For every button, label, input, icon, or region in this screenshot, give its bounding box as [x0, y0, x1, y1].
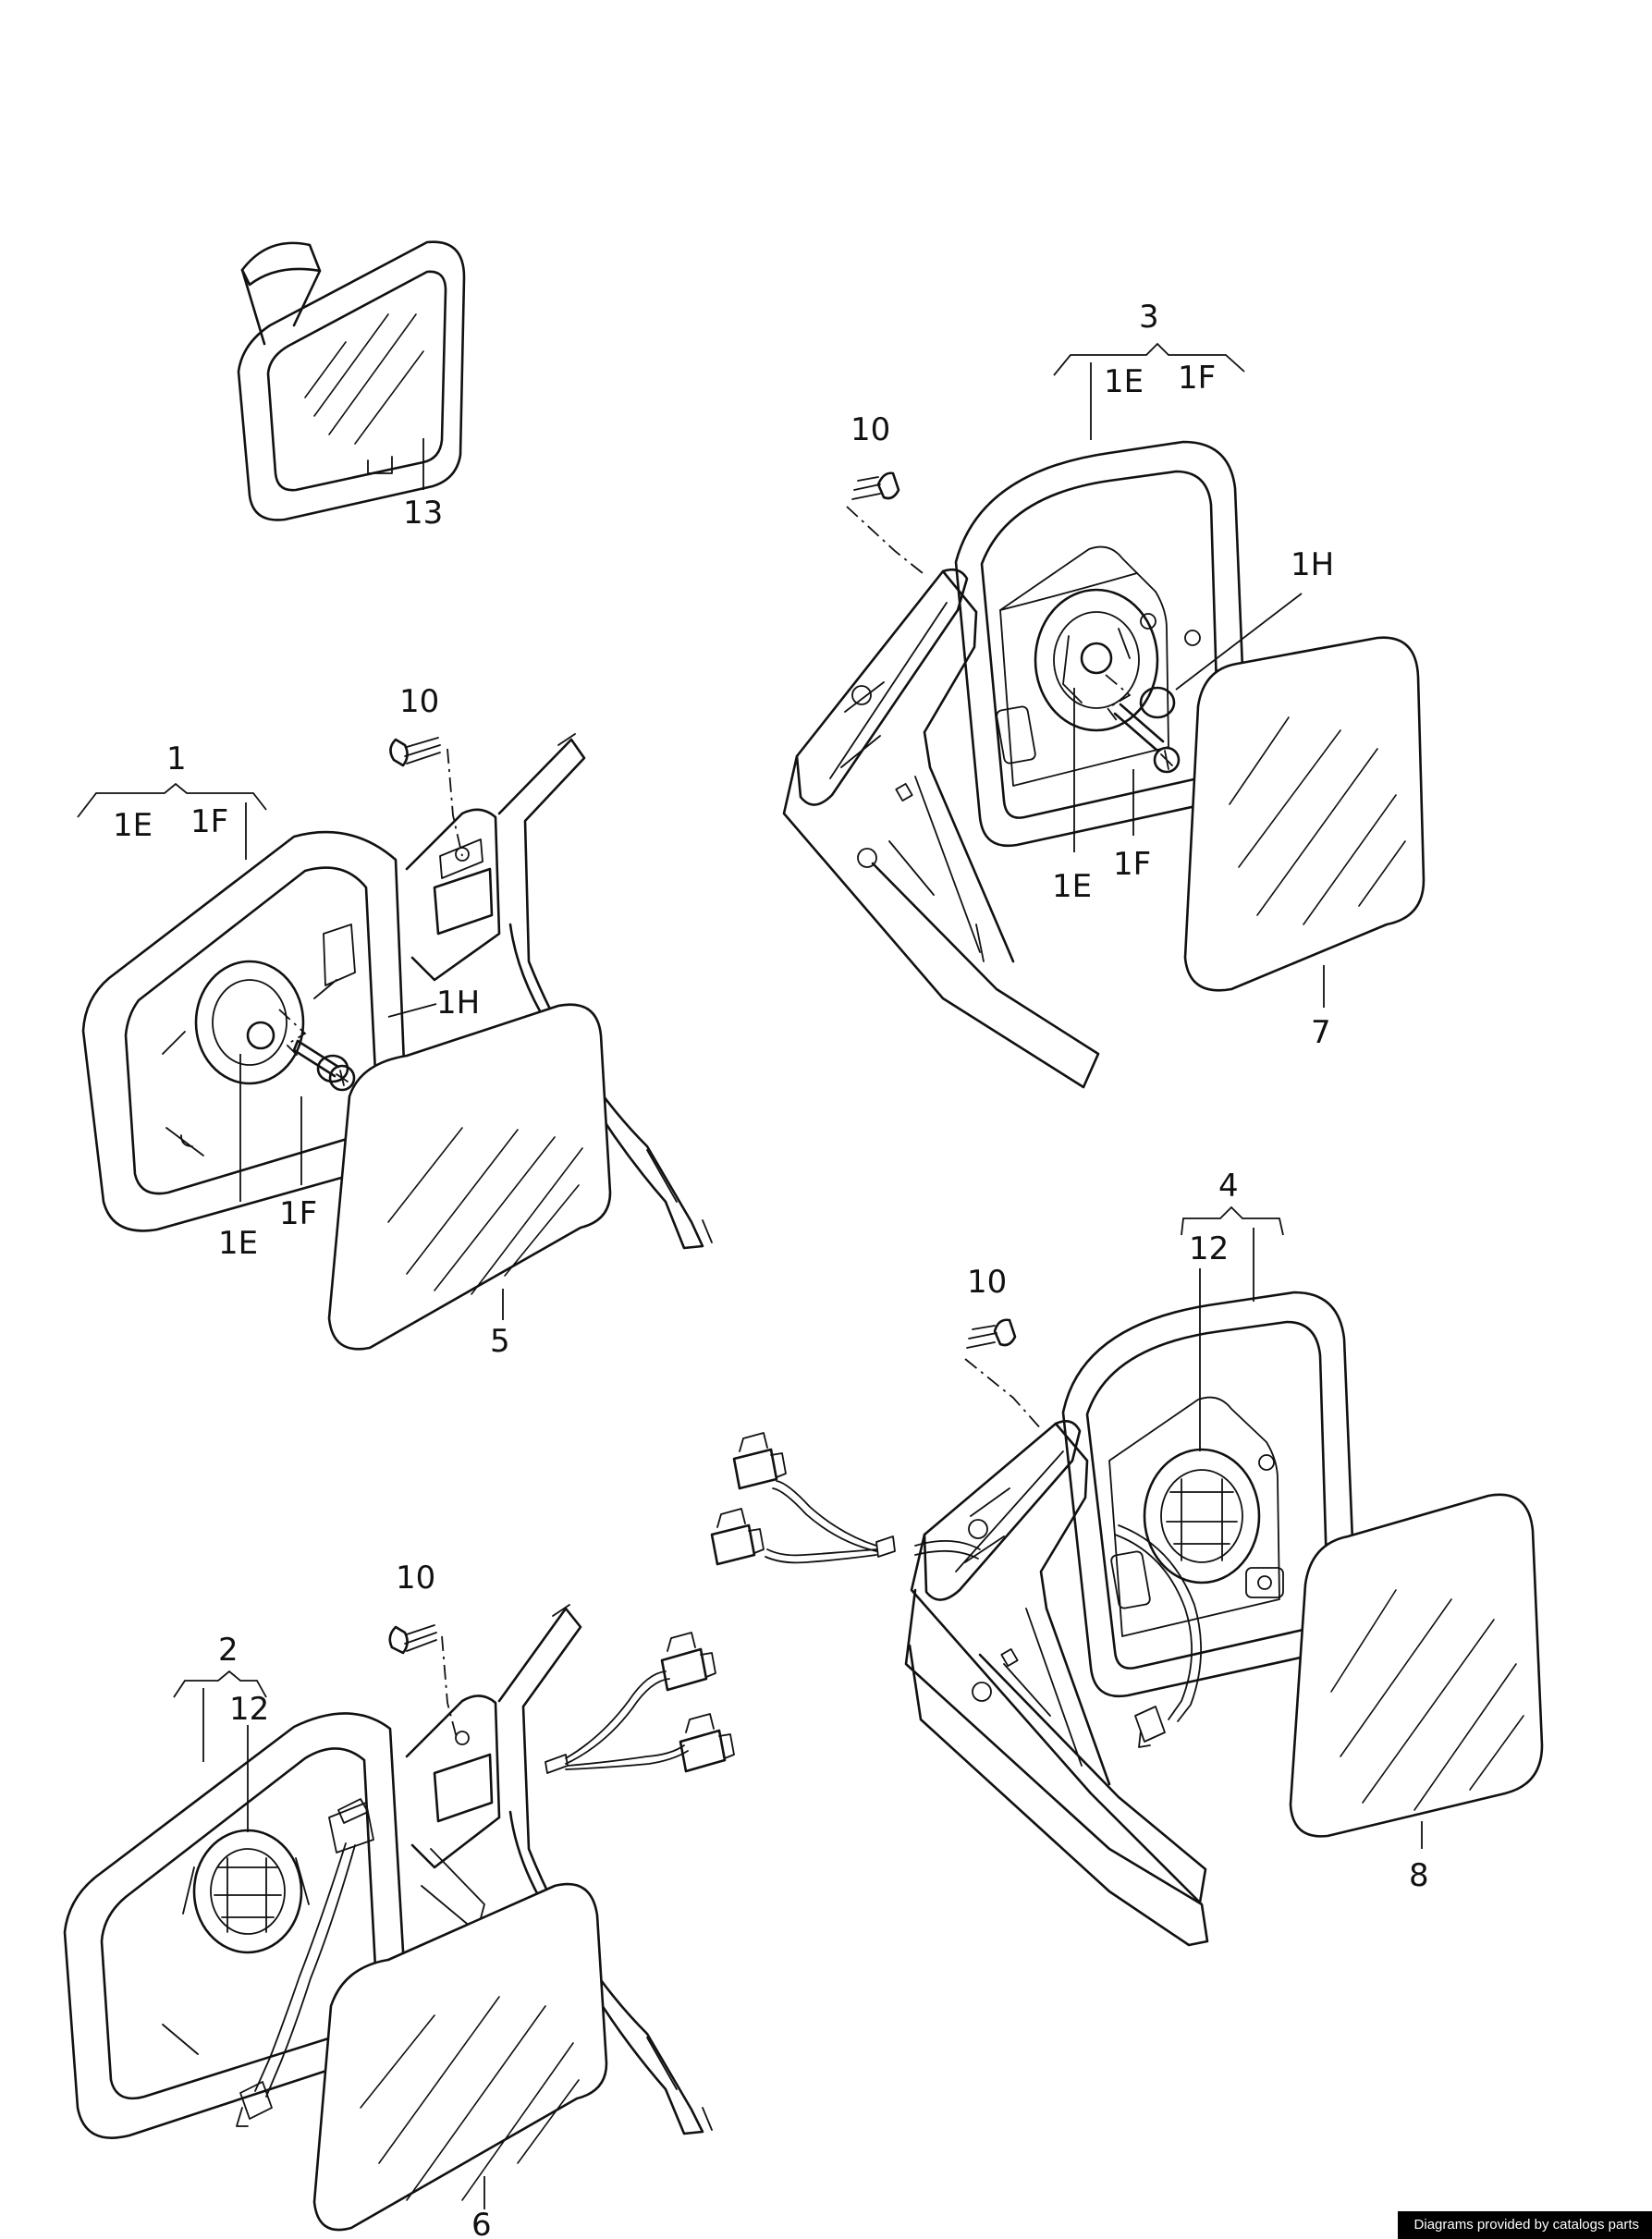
callout-4: 4: [1218, 1168, 1239, 1205]
callout-10-upper-left: 10: [399, 683, 439, 720]
callout-6: 6: [471, 2207, 492, 2239]
mirror-glass-6: [312, 1882, 608, 2232]
callout-1e-left: 1E: [218, 1225, 258, 1262]
callout-7: 7: [1311, 1014, 1331, 1051]
callout-1: 1: [166, 740, 187, 777]
callout-3: 3: [1139, 299, 1159, 336]
callout-10-upper-right: 10: [850, 411, 890, 448]
callout-10-lower-left: 10: [396, 1560, 435, 1597]
callout-1h-left: 1H: [436, 985, 480, 1022]
callout-1h-right: 1H: [1291, 546, 1334, 583]
callout-12-right: 12: [1189, 1230, 1229, 1267]
exterior-mirror-assembly-3: [782, 342, 1303, 1089]
callout-8: 8: [1409, 1857, 1429, 1894]
callout-1e-upper-left: 1E: [113, 807, 153, 844]
callout-labels: 13 1 1E 1F 10 1H 1E 1F 5 3 1E 1F 10 1H 1…: [113, 299, 1429, 2239]
callout-1f-right: 1F: [1113, 846, 1151, 883]
mirror-glass-5: [327, 1003, 612, 1351]
callout-1e-right: 1E: [1052, 868, 1092, 905]
exterior-mirror-assembly-4: [710, 1205, 1357, 1947]
mirror-glass-8: [1289, 1493, 1544, 1849]
callout-1f-upper-left: 1F: [190, 803, 228, 840]
mirror-glass-7: [1183, 636, 1426, 1008]
callout-1f-left: 1F: [279, 1195, 317, 1232]
callout-10-lower-right: 10: [967, 1264, 1007, 1301]
callout-1f-upper-right: 1F: [1178, 360, 1216, 397]
callout-13: 13: [403, 495, 443, 532]
callout-1e-upper-right: 1E: [1104, 363, 1144, 400]
callout-2: 2: [218, 1632, 239, 1669]
callout-5: 5: [490, 1323, 510, 1360]
diagram-credit-banner: Diagrams provided by catalogs parts: [1397, 2211, 1652, 2239]
callout-12-left: 12: [229, 1691, 269, 1728]
interior-mirror-13: [237, 240, 466, 521]
